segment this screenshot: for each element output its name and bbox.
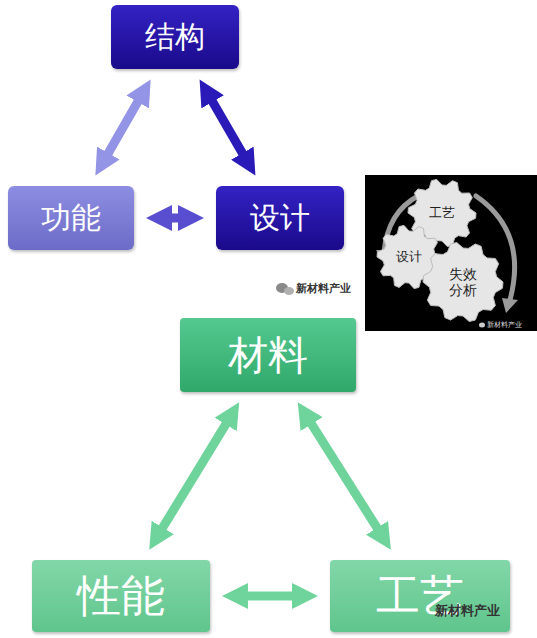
- node-text: 设计: [396, 250, 422, 265]
- double-arrow: [156, 214, 194, 223]
- watermark: 新材料产业: [487, 320, 522, 330]
- node-text: 失效 分析: [447, 266, 479, 298]
- double-arrow: [100, 88, 145, 167]
- gear-outline: [423, 242, 503, 321]
- arrow-head: [502, 298, 518, 313]
- node-text: 性能: [77, 571, 165, 622]
- watermark: 新材料产业: [435, 602, 500, 620]
- process-box: 工艺: [330, 560, 510, 632]
- node-text: 设计: [250, 201, 310, 236]
- process-box: 设计: [216, 186, 344, 250]
- icon-bubble: [284, 287, 294, 295]
- gear-node: 失效 分析: [423, 242, 503, 322]
- node-text: 工艺: [429, 206, 455, 221]
- node-text: 材料: [228, 332, 308, 378]
- node-text: 结构: [145, 20, 205, 55]
- watermark: 新材料产业: [296, 281, 351, 296]
- inset-background: [365, 175, 537, 331]
- double-arrow: [154, 411, 234, 541]
- icon-bubble: [479, 323, 485, 328]
- process-box: 结构: [111, 5, 239, 69]
- double-arrow: [232, 592, 308, 601]
- process-box: 功能: [8, 186, 134, 250]
- process-box: 材料: [180, 318, 356, 392]
- double-arrow: [303, 411, 385, 542]
- double-arrow: [205, 88, 251, 167]
- node-text: 功能: [41, 201, 101, 236]
- process-box: 性能: [32, 560, 210, 632]
